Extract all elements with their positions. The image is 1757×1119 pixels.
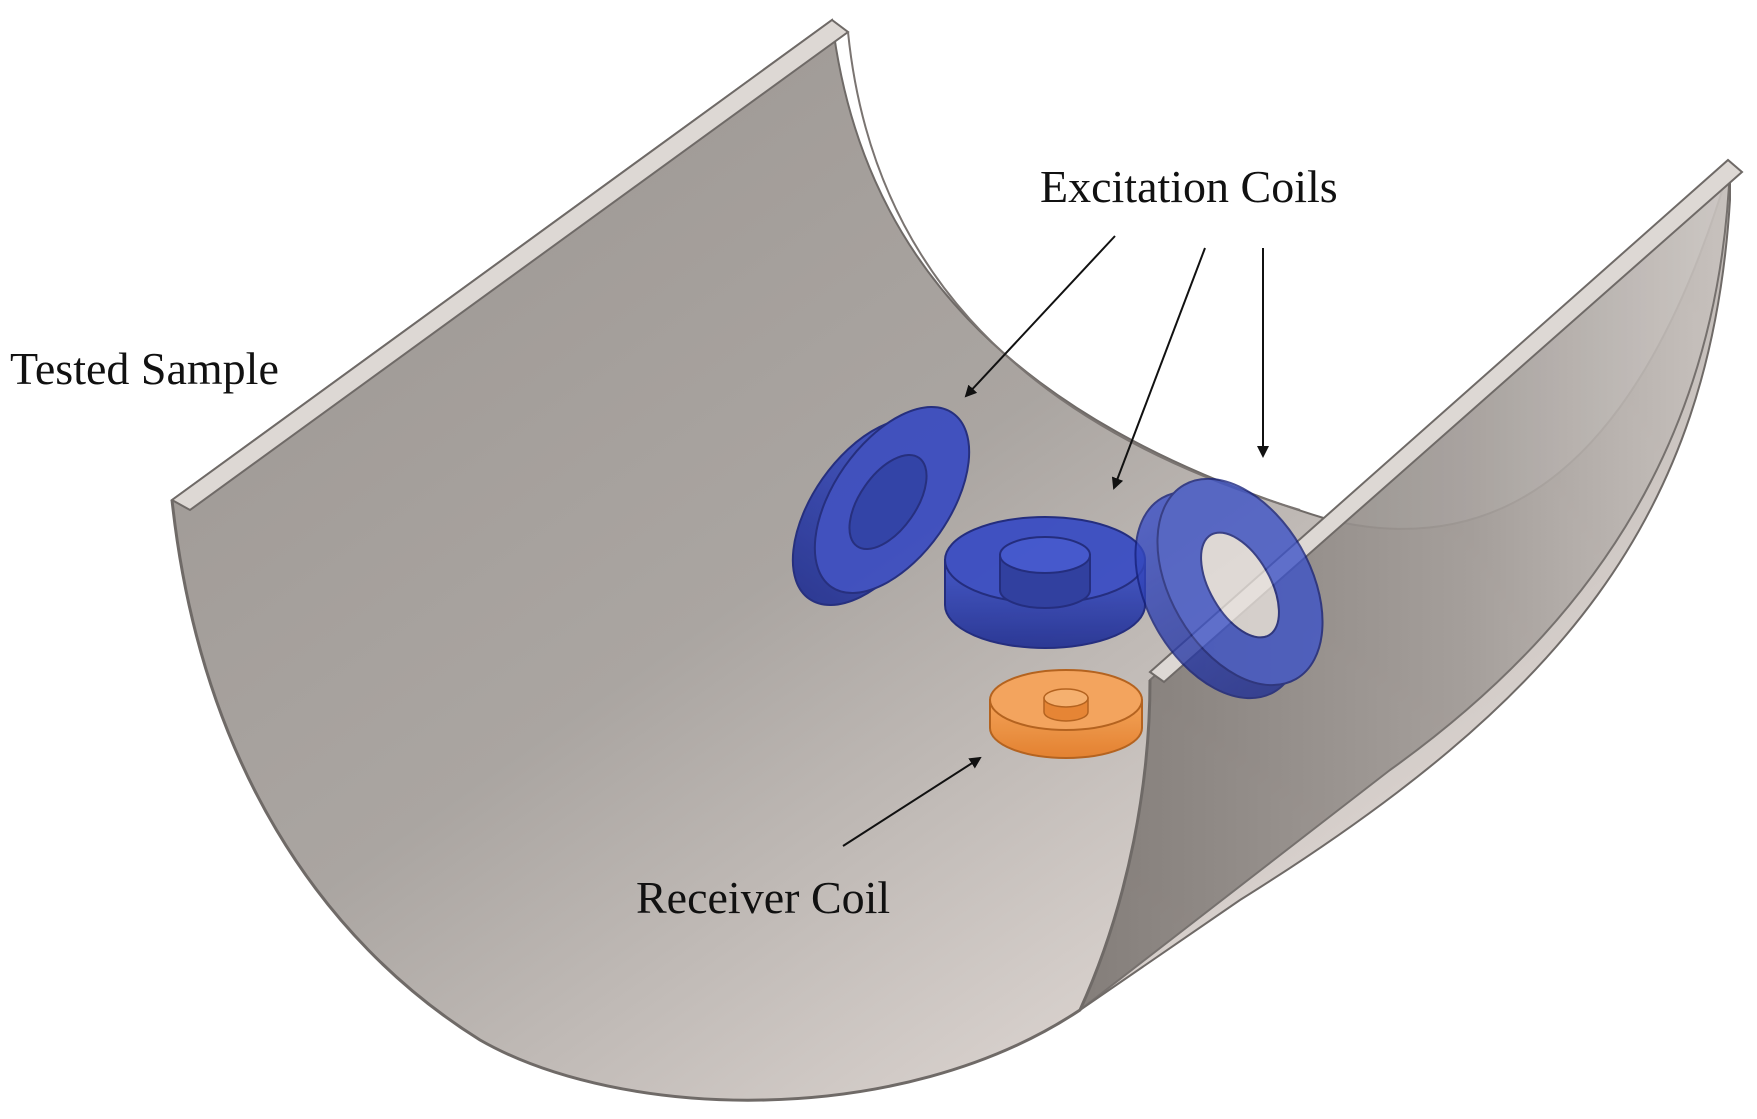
label-excitation-coils: Excitation Coils xyxy=(1040,161,1338,212)
trough-front-edge xyxy=(170,499,1152,1102)
receiver-coil xyxy=(989,669,1143,759)
excitation-arrows xyxy=(964,235,1269,490)
arrow-to-receiver-coil xyxy=(842,756,982,847)
arrow-to-left-coil xyxy=(964,235,1116,398)
trough-back-edge xyxy=(847,31,1301,511)
excitation-coil-right xyxy=(1134,477,1324,700)
excitation-coil-center xyxy=(944,516,1146,649)
excitation-coil-left xyxy=(791,406,971,606)
arrow-to-center-coil xyxy=(1111,247,1206,490)
label-tested-sample: Tested Sample xyxy=(10,343,279,394)
label-receiver-coil: Receiver Coil xyxy=(636,872,890,923)
